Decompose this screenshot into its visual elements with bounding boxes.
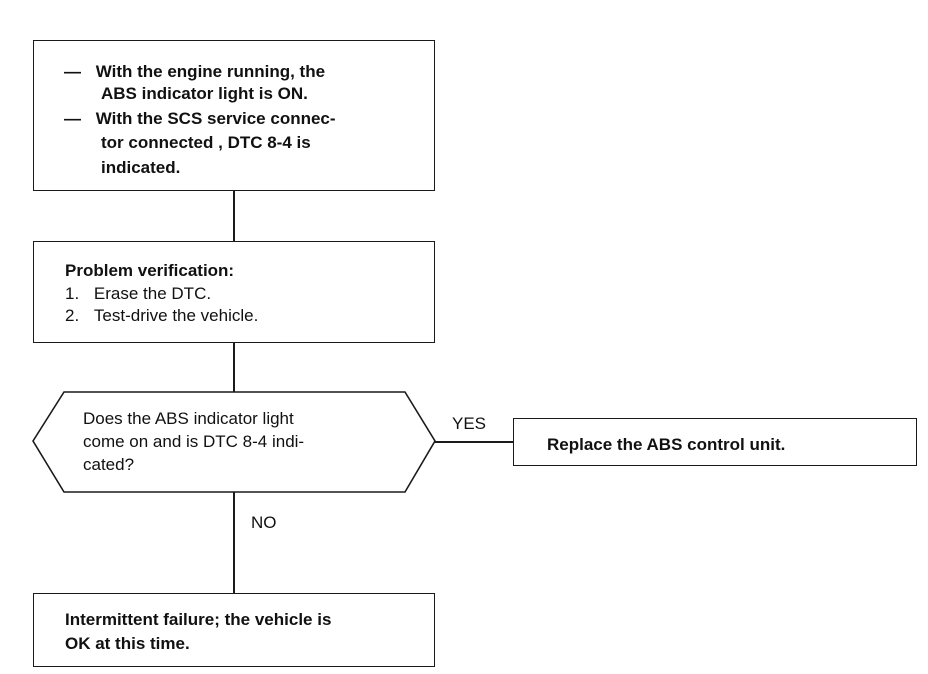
start-line-2-text: ABS indicator light is ON. [101,84,308,103]
verification-step-2-text: Test-drive the vehicle. [93,306,259,325]
start-line-5-text: indicated. [101,158,181,177]
decision-line-1: Does the ABS indicator light [83,409,294,428]
intermittent-line-2: OK at this time. [65,634,190,653]
start-line-1-marker: — [64,62,81,81]
start-line-3-marker: — [64,109,81,128]
verification-step-1-num: 1. [65,284,80,303]
replace-unit-box: Replace the ABS control unit. [513,418,917,466]
decision-line-3: cated? [83,455,135,474]
decision-line-2: come on and is DTC 8-4 indi- [83,432,305,451]
start-line-3: — With the SCS service connec- [64,108,336,129]
start-line-2: ABS indicator light is ON. [101,83,308,104]
start-line-5: indicated. [101,157,180,178]
verification-title: Problem verification: [65,261,235,280]
start-line-3-text: With the SCS service connec- [95,109,336,128]
replace-unit-text: Replace the ABS control unit. [547,435,786,454]
no-label: NO [251,513,277,532]
start-line-1-text: With the engine running, the [95,62,326,81]
verification-step-2-num: 2. [65,306,80,325]
start-line-1: — With the engine running, the [64,61,325,82]
start-line-4-text: tor connected , DTC 8-4 is [101,133,311,152]
verification-step-1-text: Erase the DTC. [93,284,212,303]
connector-start-to-verify [233,190,235,241]
problem-verification-box: Problem verification: 1. Erase the DTC. … [33,241,435,343]
intermittent-failure-box: Intermittent failure; the vehicle is OK … [33,593,435,667]
intermittent-line-1: Intermittent failure; the vehicle is [65,610,332,629]
verification-step-2: 2. Test-drive the vehicle. [65,305,258,326]
connector-decision-to-no-box [233,492,235,594]
start-condition-box: — With the engine running, the ABS indic… [33,40,435,191]
connector-verify-to-decision [233,342,235,392]
decision-hexagon [32,391,436,493]
start-line-4: tor connected , DTC 8-4 is [101,132,311,153]
yes-label: YES [452,414,487,433]
verification-step-1: 1. Erase the DTC. [65,283,211,304]
connector-decision-to-yes-box [435,441,514,443]
